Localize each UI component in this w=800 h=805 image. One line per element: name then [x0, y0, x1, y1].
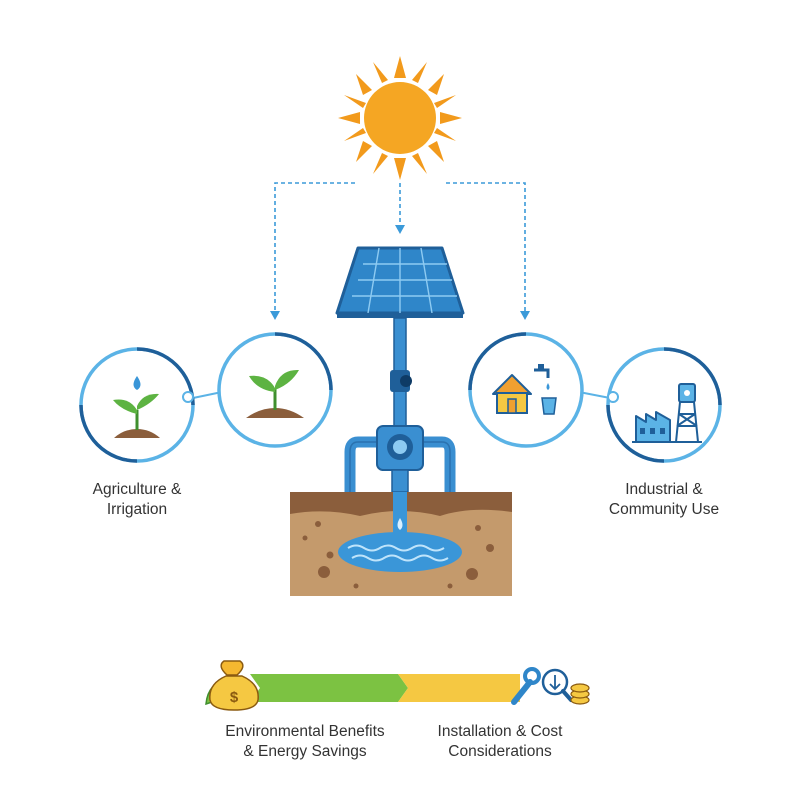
industrial-label-line-2: Community Use: [608, 501, 720, 518]
svg-text:$: $: [230, 689, 239, 706]
water-pump-icon: [344, 317, 456, 493]
benefits-bar: [250, 674, 520, 702]
house-tap-icon: [492, 364, 557, 415]
money-bag-icon: $: [205, 660, 259, 711]
environmental-label: Environmental Benefits & Energy Savings: [205, 722, 405, 762]
wrench-magnifier-coins-icon: [511, 667, 590, 705]
industrial-label-line-1: Industrial &: [625, 481, 703, 498]
connector-arrowheads: [270, 225, 530, 320]
factory-water-tower-icon: [632, 383, 702, 443]
industrial-label: Industrial & Community Use: [588, 480, 740, 520]
agriculture-label-line-2: Irrigation: [106, 501, 168, 518]
agriculture-circles: [79, 332, 333, 463]
sun-icon: [338, 56, 462, 180]
installation-label-line-1: Installation & Cost: [437, 723, 563, 740]
agriculture-label-line-1: Agriculture &: [92, 481, 182, 498]
solar-panel-icon: [335, 246, 465, 318]
community-circles: [468, 332, 722, 463]
agriculture-label: Agriculture & Irrigation: [67, 480, 207, 520]
installation-label-line-2: Considerations: [448, 743, 552, 760]
energy-connectors: [274, 182, 526, 312]
installation-label: Installation & Cost Considerations: [412, 722, 588, 762]
connector-right: [446, 182, 526, 312]
sprout-icon: [246, 369, 304, 418]
groundwater-icon: [290, 492, 512, 596]
environmental-label-line-1: Environmental Benefits: [225, 723, 385, 740]
environmental-label-line-2: & Energy Savings: [243, 743, 367, 760]
sprout-droplet-icon: [113, 376, 160, 438]
connector-left: [274, 182, 355, 312]
